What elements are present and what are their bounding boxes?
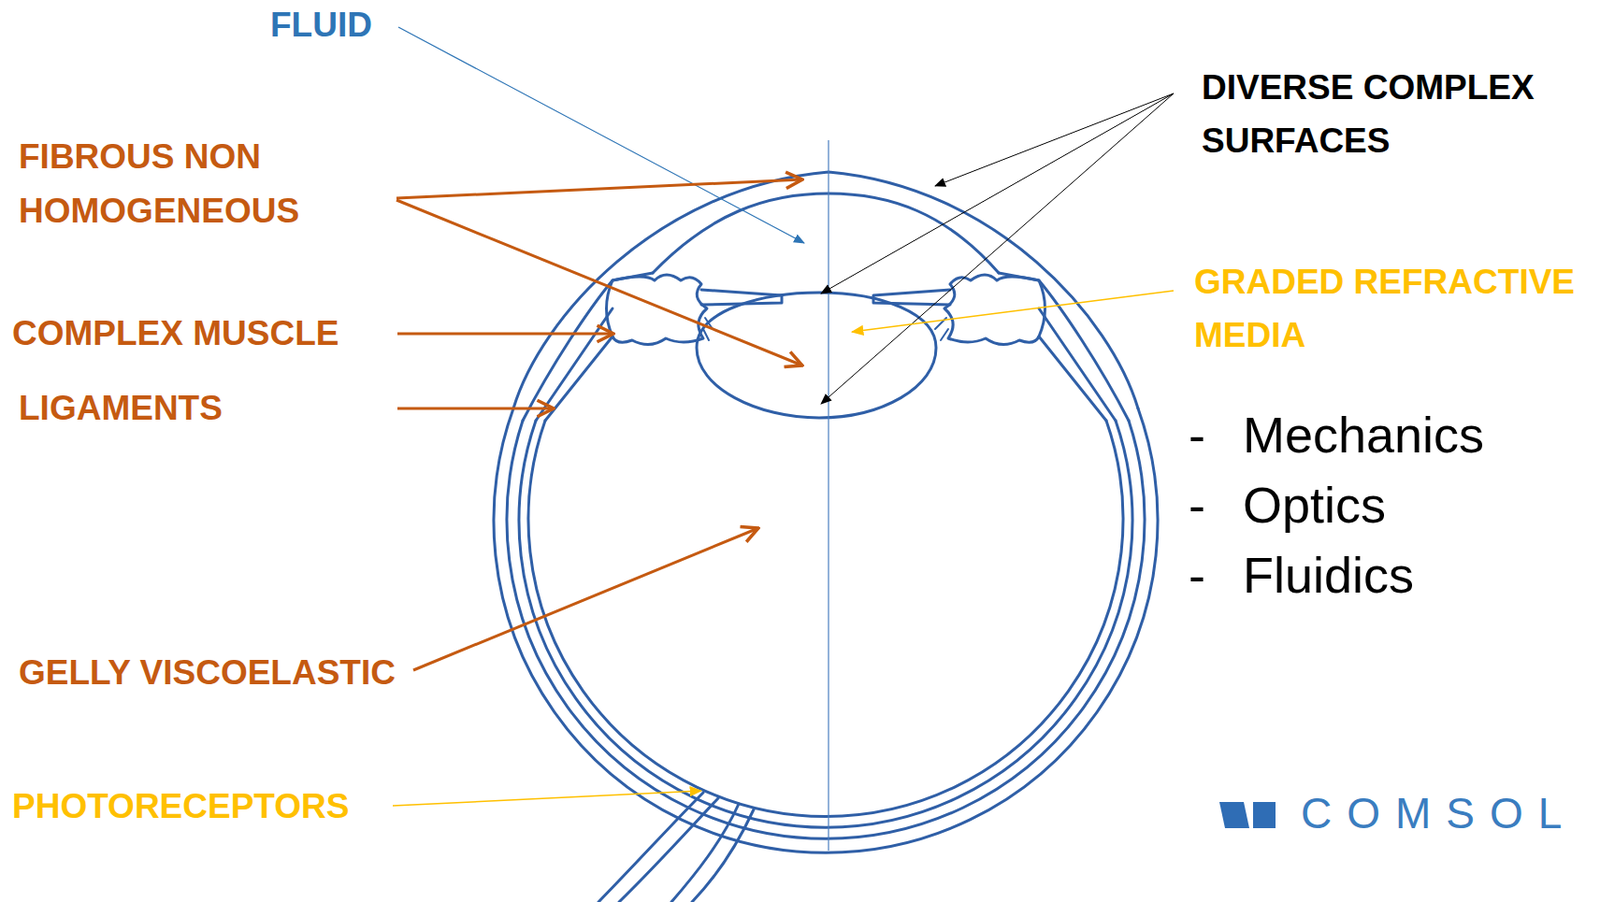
leader-arrow (397, 332, 614, 336)
sclera-outline (493, 408, 1158, 853)
logo-mark (1219, 802, 1250, 829)
tissue-label: GELLY VISCOELASTIC (18, 652, 396, 694)
optic-nerve (598, 792, 704, 902)
retina (1038, 336, 1107, 421)
leader-arrow (396, 200, 803, 366)
retina (545, 336, 613, 421)
optic-nerve (619, 798, 719, 902)
leader-arrow (392, 791, 702, 807)
leader-arrow (398, 27, 805, 244)
tissue-label: FIBROUS NON HOMOGENEOUS (18, 129, 337, 239)
optics-label: GRADED REFRACTIVE MEDIA (1194, 255, 1595, 362)
leader-arrow (413, 528, 759, 671)
leader-arrow (935, 93, 1174, 187)
leader-arrow (396, 179, 803, 199)
choroid (1038, 308, 1116, 421)
bullet-dash: - (1188, 475, 1206, 535)
retina (528, 420, 1124, 817)
bullet-dash: - (1188, 404, 1206, 465)
tissue-label: LIGAMENTS (18, 388, 223, 430)
optics-label: PHOTORECEPTORS (12, 786, 349, 828)
tissue-label: COMPLEX MUSCLE (12, 313, 339, 355)
leader-arrow (851, 290, 1174, 332)
choroid (535, 308, 613, 421)
leader-arrow (397, 407, 554, 411)
region-label: FLUID (270, 4, 373, 46)
logo-mark (1253, 802, 1276, 829)
bullet-dash: - (1188, 545, 1206, 606)
leader-arrow (821, 93, 1174, 404)
sclera-inner (998, 273, 1129, 421)
ciliary-muscle (606, 274, 708, 346)
optic-nerve (691, 809, 754, 902)
physics-item: Optics (1242, 475, 1386, 535)
lens (696, 292, 937, 419)
logo-wordmark: COMSOL (1300, 788, 1577, 840)
surface-label: DIVERSE COMPLEX SURFACES (1201, 60, 1576, 168)
optical-axis (827, 140, 829, 851)
physics-item: Fluidics (1242, 545, 1414, 606)
choroid (518, 420, 1133, 828)
physics-item: Mechanics (1242, 404, 1485, 465)
cornea-inner (652, 193, 999, 274)
leader-arrow (821, 93, 1174, 294)
sclera-inner (506, 420, 1145, 839)
